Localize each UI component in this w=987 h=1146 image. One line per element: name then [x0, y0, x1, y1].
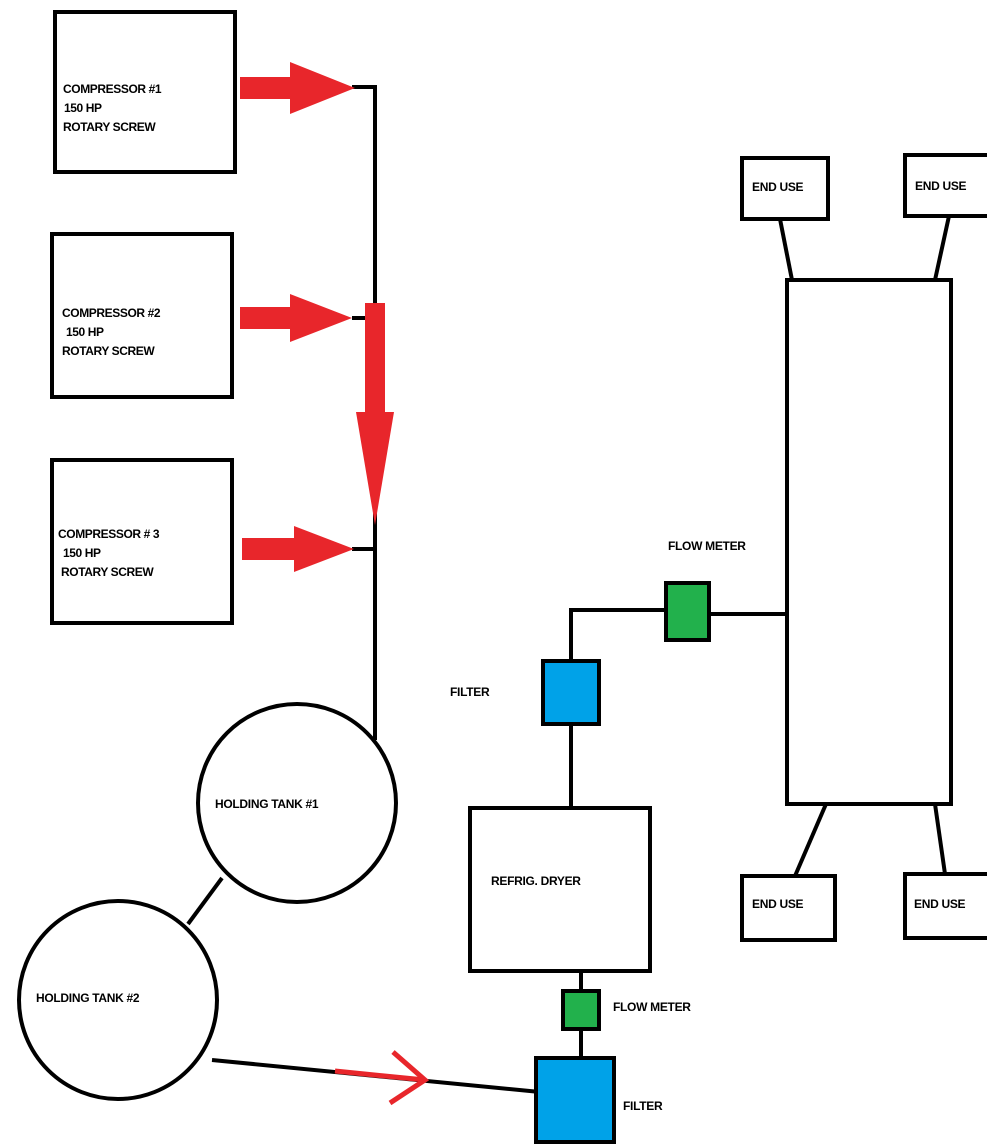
compressor-2-box — [50, 232, 234, 399]
compressor-3-power: 150 HP — [63, 546, 101, 560]
compressor-1-type: ROTARY SCREW — [63, 120, 156, 134]
compressor-1-label: COMPRESSOR #1 150 HP ROTARY SCREW — [63, 80, 162, 137]
end-use-top-left-label: END USE — [752, 180, 804, 194]
end-use-top-right-label: END USE — [915, 179, 967, 193]
compressor-3-name: COMPRESSOR # 3 — [58, 527, 160, 541]
lower-filter-label: FILTER — [623, 1099, 663, 1113]
compressor-3-box — [50, 458, 234, 625]
end-use-bottom-left-label: END USE — [752, 897, 804, 911]
lower-flow-meter-label: FLOW METER — [613, 1000, 691, 1014]
holding-tank-2 — [17, 899, 219, 1101]
compressor-3-arrow — [242, 526, 354, 572]
lower-flow-meter — [561, 989, 601, 1031]
refrig-dryer-box — [468, 806, 652, 973]
compressor-1-power: 150 HP — [64, 101, 102, 115]
compressor-2-arrow — [240, 294, 352, 342]
lower-filter — [534, 1056, 616, 1144]
compressor-2-name: COMPRESSOR #2 — [62, 306, 161, 320]
holding-tank-1-label: HOLDING TANK #1 — [215, 797, 319, 811]
end-use-top-right-pipe — [933, 215, 951, 281]
upper-flow-meter-label: FLOW METER — [668, 539, 746, 553]
end-use-top-right-box — [903, 153, 987, 218]
compressor-3-label: COMPRESSOR # 3 150 HP ROTARY SCREW — [58, 525, 159, 582]
upper-filter — [541, 659, 601, 726]
filter-to-meter-pipe — [569, 608, 666, 661]
compressor-2-type: ROTARY SCREW — [62, 344, 155, 358]
end-use-top-left-box — [740, 156, 830, 221]
header-down-arrow — [356, 303, 394, 525]
compressor-3-type: ROTARY SCREW — [61, 565, 154, 579]
holding-tank-2-label: HOLDING TANK #2 — [36, 991, 140, 1005]
compressor-1-arrow — [240, 62, 355, 114]
compressor-1-box — [53, 10, 237, 174]
distribution-manifold — [785, 278, 953, 806]
end-use-bottom-right-pipe — [933, 803, 947, 875]
holding-tank-1 — [196, 702, 398, 904]
tank-connector — [186, 876, 224, 926]
end-use-top-left-pipe — [778, 218, 794, 281]
upper-flow-meter — [664, 581, 711, 642]
refrig-dryer-label: REFRIG. DRYER — [491, 874, 581, 888]
compressor-2-power: 150 HP — [66, 325, 104, 339]
compressor-2-label: COMPRESSOR #2 150 HP ROTARY SCREW — [62, 304, 161, 361]
upper-filter-label: FILTER — [450, 685, 490, 699]
end-use-bottom-right-box — [903, 872, 987, 940]
end-use-bottom-left-box — [740, 874, 837, 942]
tank2-to-filter-red — [334, 1068, 426, 1083]
end-use-bottom-right-label: END USE — [914, 897, 966, 911]
tank2-flow-arrowhead — [388, 1050, 430, 1106]
compressor-1-name: COMPRESSOR #1 — [63, 82, 162, 96]
end-use-bottom-left-pipe — [793, 803, 828, 877]
